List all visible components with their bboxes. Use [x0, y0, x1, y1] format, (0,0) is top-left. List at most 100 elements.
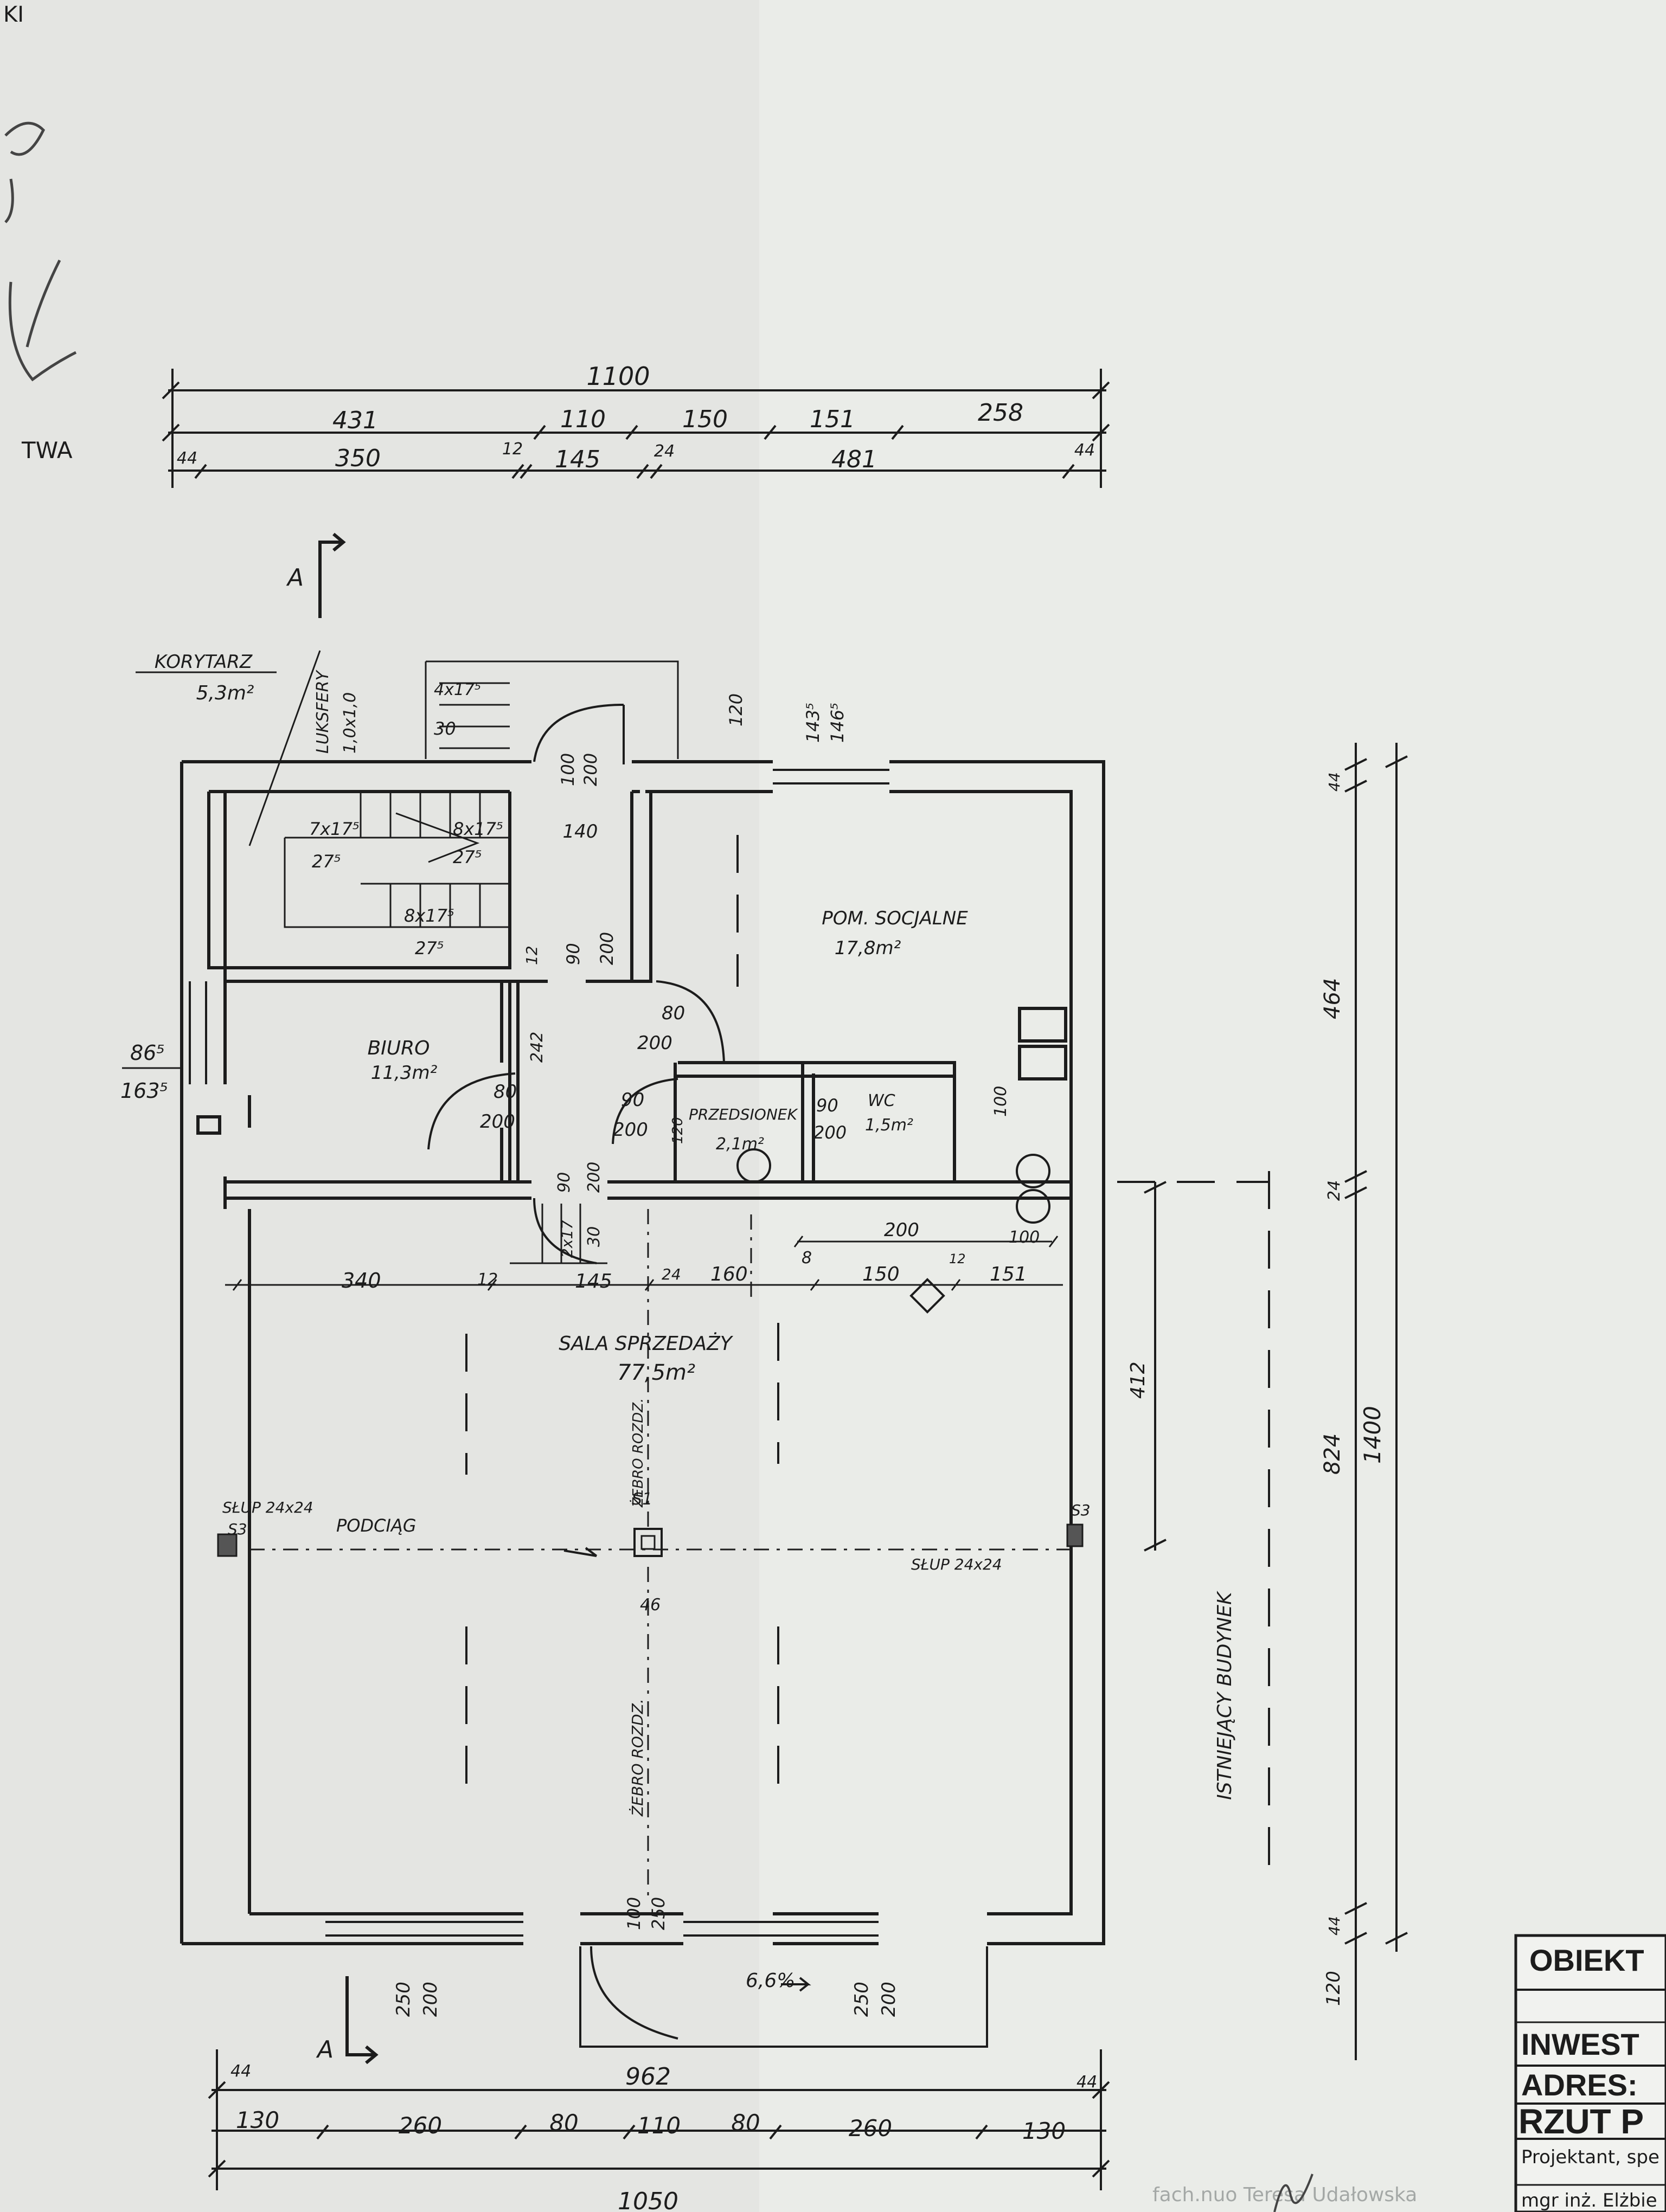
- stairs: [248, 650, 679, 1264]
- dim-bottom-962: 962: [625, 2063, 671, 2091]
- door-top-width: 100: [558, 753, 578, 786]
- door-corr-width: 90: [555, 1172, 574, 1193]
- interior-dim-lines: [225, 1236, 1063, 1291]
- margin-mark-1: KI: [3, 2, 24, 27]
- window-bl-height: 200: [420, 1982, 441, 2017]
- title-adres: ADRES:: [1521, 2068, 1638, 2102]
- dim-inner-12: 12: [477, 1270, 498, 1289]
- dim-bottom-44-left: 44: [230, 2062, 251, 2081]
- rib-bottom-label: ŻEBRO ROZDZ.: [629, 1699, 646, 1817]
- col-right-tag: S3: [1071, 1501, 1091, 1519]
- dim-inner-24: 24: [662, 1265, 681, 1283]
- dim-right-24: 24: [1325, 1180, 1344, 1201]
- dim-right-464: 464: [1320, 978, 1345, 1019]
- right-dimensions: [1144, 743, 1408, 2060]
- window-br-width: 250: [851, 1982, 873, 2017]
- margin-mark-2: TWA: [21, 437, 73, 464]
- dashed-guides: [465, 835, 1270, 1870]
- room-biuro-area: 11,3m²: [371, 1062, 438, 1084]
- col-left-label: SŁUP 24x24: [222, 1499, 313, 1516]
- col-s1-label: S1: [632, 1490, 652, 1509]
- door-soc-width: 80: [662, 1002, 685, 1024]
- stair-ext-tread: 30: [434, 718, 456, 739]
- room-wc-name: WC: [868, 1091, 895, 1110]
- section-label-top: A: [286, 564, 304, 591]
- door-swings: [427, 704, 1050, 2048]
- dim-bottom-1050: 1050: [618, 2188, 678, 2212]
- dim-right-overall: 1400: [1359, 1406, 1386, 1464]
- dim-bottom-44-right: 44: [1077, 2073, 1097, 2092]
- door-prz-height: 200: [613, 1119, 648, 1141]
- column-right: [1066, 1523, 1084, 1547]
- window-left-height: 163⁵: [120, 1079, 168, 1103]
- walls: [180, 760, 1105, 1945]
- title-rzut: RZUT P: [1518, 2102, 1644, 2141]
- slope-arrow-icon: [781, 1977, 811, 1992]
- footer-watermark: fach.nuo Teresa Udałowska: [1152, 2184, 1417, 2206]
- stair-low-tread: 30: [585, 1226, 604, 1247]
- left-margin-marks: [4, 121, 77, 382]
- room-biuro-name: BIURO: [367, 1037, 430, 1059]
- dim-inner-151: 151: [990, 1263, 1027, 1285]
- dim-top-150: 150: [682, 406, 728, 433]
- dim-top-258: 258: [978, 399, 1023, 427]
- dim-right-824: 824: [1320, 1433, 1345, 1475]
- dim-inner-145: 145: [575, 1270, 612, 1293]
- column-s1: [633, 1528, 663, 1557]
- door-top-height: 200: [580, 753, 601, 786]
- windows: [189, 769, 889, 1937]
- room-wc-area: 1,5m²: [865, 1116, 913, 1135]
- dim-right-44-top: 44: [1325, 772, 1343, 792]
- col-left-tag: S3: [228, 1520, 247, 1538]
- bottom-dimensions: [208, 2049, 1110, 2190]
- dim-top-44-right: 44: [1074, 441, 1095, 460]
- dim-inner-160: 160: [710, 1263, 748, 1285]
- signature-mark: [1273, 2174, 1313, 2212]
- dim-bottom-110: 110: [637, 2112, 681, 2139]
- window-top-1465: 146⁵: [827, 703, 848, 743]
- dim-existing-412: 412: [1127, 1361, 1149, 1399]
- dim-inner-200: 200: [884, 1219, 919, 1241]
- title-block: [1514, 1934, 1666, 2212]
- stair-2-count: 8x17⁵: [453, 819, 503, 839]
- column-left: [217, 1533, 238, 1557]
- window-left-width: 86⁵: [130, 1041, 165, 1065]
- door-stair-width: 90: [563, 943, 584, 965]
- door-bottom-height: 250: [648, 1897, 669, 1930]
- door-stair-height: 200: [597, 932, 617, 965]
- door-wc-height: 200: [813, 1122, 847, 1143]
- beam-label: PODCIĄG: [336, 1515, 416, 1536]
- dim-242: 242: [528, 1032, 547, 1063]
- dim-right-120: 120: [1323, 1971, 1344, 2006]
- dim-100-soc: 100: [991, 1086, 1010, 1117]
- title-inwest: INWEST: [1521, 2027, 1639, 2061]
- title-mgr: mgr inż. Elżbie: [1521, 2190, 1657, 2211]
- dim-right-44-bottom: 44: [1325, 1916, 1343, 1935]
- door-biuro-width: 80: [494, 1081, 517, 1103]
- room-sala-area: 77,5m²: [617, 1360, 695, 1385]
- korytarz-label: KORYTARZ 5,3m²: [136, 651, 277, 704]
- window-br-height: 200: [878, 1982, 900, 2017]
- dim-overall-top: 1100: [586, 362, 650, 391]
- dim-inner-12b: 12: [949, 1251, 966, 1266]
- rib-top-label: ŻEBRO ROZDZ.: [629, 1398, 646, 1508]
- door-soc-height: 200: [637, 1032, 672, 1054]
- dim-top-350: 350: [335, 445, 381, 472]
- dim-46: 46: [640, 1596, 661, 1615]
- dim-inner-150: 150: [862, 1263, 900, 1285]
- stair-ext-count: 4x17⁵: [434, 680, 481, 699]
- dim-140: 140: [563, 821, 598, 843]
- luksfery-size: 1,0x1,0: [341, 692, 360, 754]
- stair-3-tread: 27⁵: [415, 938, 444, 959]
- beam-arrow-icon: [563, 1547, 598, 1557]
- dim-bottom-260-right: 260: [849, 2115, 892, 2142]
- stair-1-count: 7x17⁵: [309, 819, 360, 839]
- column-s1-inner: [640, 1535, 656, 1550]
- dim-bottom-130-right: 130: [1022, 2118, 1066, 2144]
- room-socjalne-area: 17,8m²: [835, 937, 901, 959]
- dim-inner-100: 100: [1009, 1228, 1040, 1247]
- room-korytarz-area: 5,3m²: [196, 682, 254, 704]
- dim-top-110: 110: [560, 406, 606, 433]
- dim-top-481: 481: [831, 446, 877, 473]
- structure-lines: [249, 1209, 1071, 1903]
